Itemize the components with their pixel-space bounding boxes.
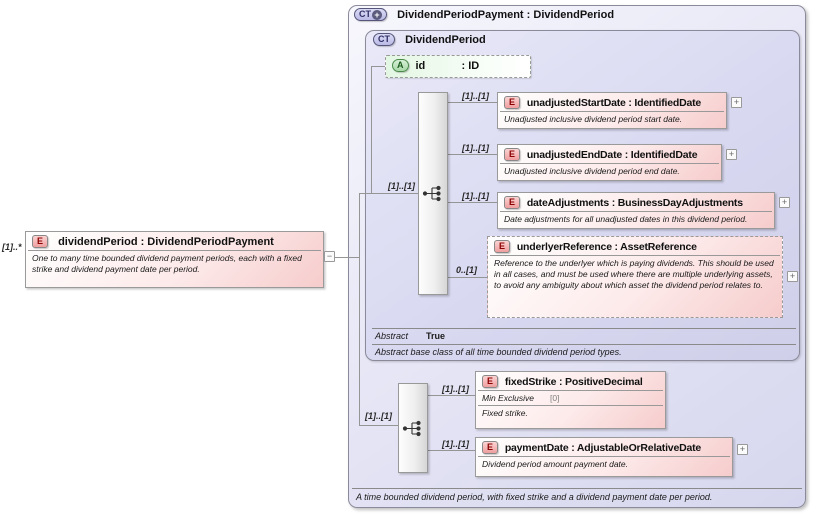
element-paymentdate-annotation: Dividend period amount payment date. <box>478 456 730 473</box>
inner-box-header: CT DividendPeriod <box>373 33 486 46</box>
abstract-divider-bottom <box>372 344 796 345</box>
abstract-label: Abstract <box>375 331 409 341</box>
element-fixedstrike-facet: Min Exclusive [0] <box>478 390 663 405</box>
attribute-id-type: : ID <box>461 60 480 72</box>
connector-to-sequence-1 <box>359 193 418 194</box>
cardinality-sequence-1: [1]..[1] <box>388 181 415 191</box>
element-dateadjustments-annotation: Date adjustments for all unadjusted date… <box>500 211 772 228</box>
expand-toggle-icon[interactable]: + <box>787 271 798 282</box>
connector-trunk <box>359 193 360 426</box>
sequence-compositor-1[interactable] <box>418 92 448 295</box>
attribute-icon: A <box>392 59 409 72</box>
abstract-value: True <box>426 331 446 341</box>
element-unadjustedstartdate-annotation: Unadjusted inclusive dividend period sta… <box>500 111 724 128</box>
expand-toggle-icon[interactable]: + <box>731 97 742 108</box>
derivation-plus-icon: + <box>372 10 382 20</box>
element-icon: E <box>482 375 498 388</box>
element-icon: E <box>494 240 510 253</box>
connector-attribute-trunk <box>371 66 372 193</box>
element-fixedstrike-annotation: Fixed strike. <box>478 405 663 422</box>
element-underlyerreference-title: underlyerReference : AssetReference <box>516 241 697 253</box>
element-dividendperiod-title: dividendPeriod : DividendPeriodPayment <box>58 236 274 248</box>
complex-type-derived-icon: CT+ <box>354 8 387 21</box>
expand-toggle-icon[interactable]: + <box>779 197 790 208</box>
element-dividendperiod-annotation: One to many time bounded dividend paymen… <box>28 250 321 278</box>
sequence-compositor-2[interactable] <box>398 383 428 473</box>
connector-to-unadjustedstartdate <box>448 102 497 103</box>
ct-badge-label: CT <box>359 9 371 19</box>
inner-box-title: DividendPeriod <box>405 34 486 46</box>
element-icon: E <box>504 148 520 161</box>
element-unadjustedenddate-annotation: Unadjusted inclusive dividend period end… <box>500 163 719 180</box>
complex-type-icon: CT <box>373 33 395 46</box>
abstract-row: Abstract True <box>375 331 445 341</box>
element-dateadjustments-title: dateAdjustments : BusinessDayAdjustments <box>526 197 743 209</box>
cardinality-unadjustedstartdate: [1]..[1] <box>462 91 489 101</box>
element-underlyerreference-annotation: Reference to the underlyer which is payi… <box>490 255 780 294</box>
connector-to-unadjustedenddate <box>448 154 497 155</box>
abstract-divider-top <box>372 328 796 329</box>
outer-box-header: CT+ DividendPeriodPayment : DividendPeri… <box>354 8 614 21</box>
attribute-id-name: id <box>415 60 426 72</box>
connector-to-fixedstrike <box>428 395 475 396</box>
expand-toggle-icon[interactable]: + <box>737 444 748 455</box>
cardinality-paymentdate: [1]..[1] <box>442 439 469 449</box>
element-dividendperiod[interactable]: E dividendPeriod : DividendPeriodPayment… <box>25 231 324 288</box>
outer-box-title: DividendPeriodPayment : DividendPeriod <box>397 9 615 21</box>
connector-to-dateadjustments <box>448 202 497 203</box>
sequence-icon <box>402 420 421 436</box>
element-fixedstrike-title: fixedStrike : PositiveDecimal <box>504 376 643 388</box>
connector-to-underlyerreference <box>448 277 487 278</box>
element-unadjustedstartdate-title: unadjustedStartDate : IdentifiedDate <box>526 97 702 109</box>
inner-box-annotation: Abstract base class of all time bounded … <box>375 347 622 357</box>
cardinality-unadjustedenddate: [1]..[1] <box>462 143 489 153</box>
cardinality-sequence-2: [1]..[1] <box>365 411 392 421</box>
element-icon: E <box>32 235 49 248</box>
element-icon: E <box>504 196 520 209</box>
element-icon: E <box>482 441 498 454</box>
collapse-toggle-icon[interactable]: − <box>324 251 335 262</box>
facet-value: [0] <box>549 393 560 403</box>
cardinality-dateadjustments: [1]..[1] <box>462 191 489 201</box>
cardinality-fixedstrike: [1]..[1] <box>442 384 469 394</box>
connector-entry <box>335 257 359 258</box>
outer-box-annotation: A time bounded dividend period, with fix… <box>356 492 713 502</box>
facet-label: Min Exclusive <box>482 393 534 403</box>
cardinality-underlyerreference: 0..[1] <box>456 265 478 275</box>
sequence-icon <box>422 185 441 202</box>
connector-to-paymentdate <box>428 450 475 451</box>
element-icon: E <box>504 96 520 109</box>
connector-to-attribute <box>371 66 385 67</box>
connector-to-sequence-2 <box>359 425 398 426</box>
element-unadjustedenddate-title: unadjustedEndDate : IdentifiedDate <box>526 149 698 161</box>
element-paymentdate-title: paymentDate : AdjustableOrRelativeDate <box>504 442 702 454</box>
expand-toggle-icon[interactable]: + <box>726 149 737 160</box>
cardinality-dividendperiod: [1]..* <box>2 242 22 252</box>
footer-divider <box>352 488 802 489</box>
